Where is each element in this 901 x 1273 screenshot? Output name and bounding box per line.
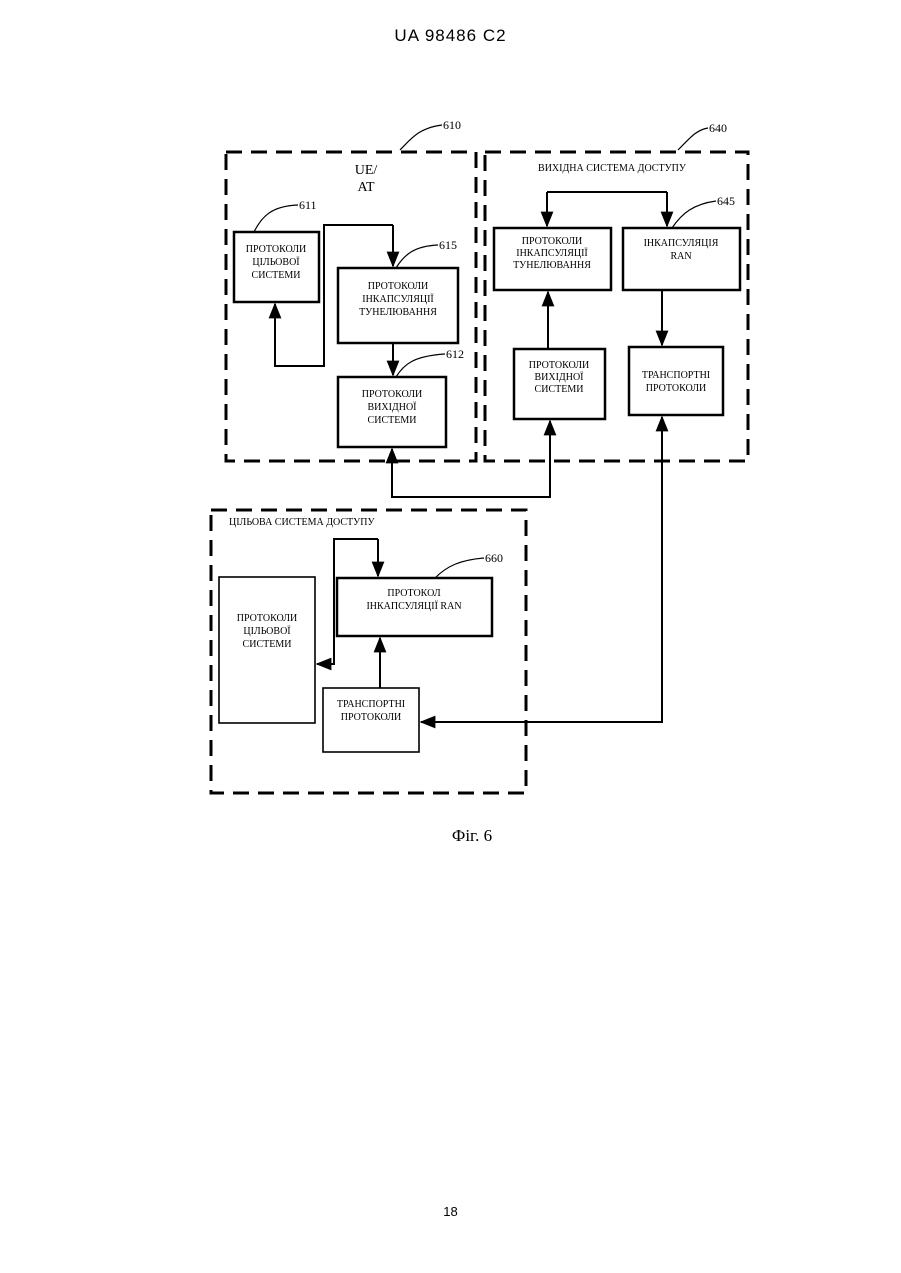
ref-645: 645 bbox=[717, 194, 735, 208]
tgt-target-protocols-l3: СИСТЕМИ bbox=[243, 639, 292, 650]
ue-source-protocols-l3: СИСТЕМИ bbox=[368, 415, 417, 426]
ue-tunneling-l3: ТУНЕЛЮВАННЯ bbox=[359, 307, 437, 318]
src-source-protocols-l1: ПРОТОКОЛИ bbox=[529, 360, 589, 371]
ue-target-protocols-l1: ПРОТОКОЛИ bbox=[246, 244, 306, 255]
tgt-transport-l2: ПРОТОКОЛИ bbox=[341, 712, 401, 723]
ref-615: 615 bbox=[439, 238, 457, 252]
tgt-target-protocols-l2: ЦІЛЬОВОЇ bbox=[243, 625, 291, 637]
ue-title-line2: AT bbox=[357, 180, 375, 195]
tgt-target-protocols-l1: ПРОТОКОЛИ bbox=[237, 613, 297, 624]
ref-640-leader bbox=[678, 128, 708, 150]
ref-612-leader bbox=[396, 354, 445, 377]
src-ran-encap-l2: RAN bbox=[670, 251, 691, 262]
ref-612: 612 bbox=[446, 347, 464, 361]
ue-source-protocols-l1: ПРОТОКОЛИ bbox=[362, 389, 422, 400]
src-source-protocols-l2: ВИХІДНОЇ bbox=[534, 371, 584, 383]
ref-611: 611 bbox=[299, 198, 317, 212]
ue-tunneling-box bbox=[338, 268, 458, 343]
ref-611-leader bbox=[254, 205, 298, 232]
ue-title-line1: UE/ bbox=[355, 163, 378, 178]
wire-transport-link bbox=[421, 417, 662, 722]
ref-610: 610 bbox=[443, 118, 461, 132]
figure-caption: Фіг. 6 bbox=[452, 826, 492, 845]
ue-target-protocols-l3: СИСТЕМИ bbox=[252, 270, 301, 281]
ref-660: 660 bbox=[485, 551, 503, 565]
tgt-ran-protocol-l1: ПРОТОКОЛ bbox=[387, 588, 440, 599]
ref-610-leader bbox=[400, 125, 442, 150]
src-tunneling-l3: ТУНЕЛЮВАННЯ bbox=[513, 260, 591, 271]
ue-target-protocols-l2: ЦІЛЬОВОЇ bbox=[252, 256, 300, 268]
tgt-transport-l1: ТРАНСПОРТНІ bbox=[337, 699, 405, 710]
ref-645-leader bbox=[672, 201, 716, 228]
src-transport-box bbox=[629, 347, 723, 415]
src-transport-l2: ПРОТОКОЛИ bbox=[646, 383, 706, 394]
target-access-title: ЦІЛЬОВА СИСТЕМА ДОСТУПУ bbox=[229, 517, 375, 528]
src-source-protocols-l3: СИСТЕМИ bbox=[535, 384, 584, 395]
page-number: 18 bbox=[0, 1204, 901, 1219]
ue-tunneling-l2: ІНКАПСУЛЯЦІЇ bbox=[362, 293, 434, 305]
ue-tunneling-l1: ПРОТОКОЛИ bbox=[368, 281, 428, 292]
src-tunneling-l1: ПРОТОКОЛИ bbox=[522, 236, 582, 247]
tgt-target-protocols-box bbox=[219, 577, 315, 723]
source-access-title: ВИХІДНА СИСТЕМА ДОСТУПУ bbox=[538, 163, 687, 174]
tgt-ran-protocol-l2: ІНКАПСУЛЯЦІЇ RAN bbox=[366, 600, 461, 612]
src-transport-l1: ТРАНСПОРТНІ bbox=[642, 370, 710, 381]
src-ran-encap-l1: ІНКАПСУЛЯЦІЯ bbox=[644, 238, 719, 249]
ref-640: 640 bbox=[709, 121, 727, 135]
ue-source-protocols-l2: ВИХІДНОЇ bbox=[367, 401, 417, 413]
src-tunneling-l2: ІНКАПСУЛЯЦІЇ bbox=[516, 247, 588, 259]
ref-615-leader bbox=[396, 245, 438, 268]
ref-660-leader bbox=[435, 558, 484, 578]
